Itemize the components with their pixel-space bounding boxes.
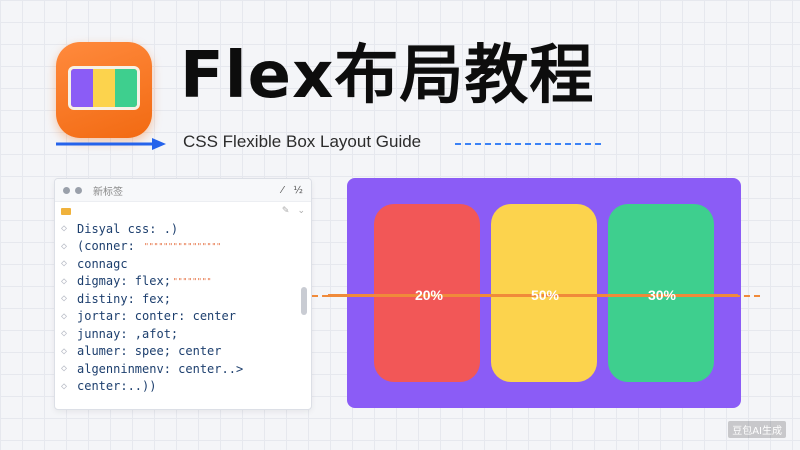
code-squiggle: """""""""""""""" [144, 241, 222, 251]
code-text: junnay: ,afot; [77, 326, 179, 341]
code-text: connagc [77, 256, 128, 271]
flex-item-yellow [491, 204, 597, 382]
page-subtitle: CSS Flexible Box Layout Guide [183, 132, 422, 151]
folder-icon[interactable] [61, 207, 71, 215]
arrow-right-icon [56, 138, 166, 150]
line-marker-icon: ◇ [61, 310, 68, 322]
code-text: alumer: spee; center [77, 344, 222, 359]
code-text: distiny: fex; [77, 291, 171, 306]
line-marker-icon: ◇ [61, 275, 68, 287]
flex-item-label: 50% [530, 287, 560, 303]
code-line[interactable]: ◇ (conner: """""""""""""""" [61, 238, 311, 256]
line-marker-icon: ◇ [61, 293, 68, 305]
line-marker-icon: ◇ [61, 240, 68, 252]
code-editor[interactable]: 新标签 ⁄ ½ ✎ ⌄ ◇ Disyal css: .) ◇ (conner: """… [54, 178, 312, 410]
code-line[interactable]: ◇ distiny: fex; [61, 290, 311, 308]
line-marker-icon: ◇ [61, 380, 68, 392]
edit-icon[interactable]: ⁄ [281, 184, 284, 196]
code-line[interactable]: ◇ connagc [61, 255, 311, 273]
guide-line [328, 294, 738, 297]
flex-columns-icon [68, 66, 140, 110]
scrollbar[interactable] [301, 207, 307, 407]
window-dot-icon[interactable] [75, 186, 82, 194]
scrollbar-thumb[interactable] [301, 287, 307, 315]
line-marker-icon: ◇ [61, 363, 68, 375]
flex-item-label: 30% [647, 287, 677, 303]
code-line[interactable]: ◇ Disyal css: .) [61, 220, 311, 238]
code-line[interactable]: ◇ digmay: flex;"""""""" [61, 273, 311, 291]
page-title: Flex布局教程 [180, 39, 595, 113]
code-text: (conner: [77, 239, 143, 254]
flex-container-demo [347, 178, 741, 408]
flex-item-red [374, 204, 480, 382]
app-icon [56, 42, 152, 138]
code-line[interactable]: ◇ algenninmenv: center..> [61, 360, 311, 378]
code-line[interactable]: ◇ alumer: spee; center [61, 343, 311, 361]
watermark: 豆包AI生成 [728, 421, 786, 438]
code-line[interactable]: ◇ jortar: conter: center [61, 308, 311, 326]
flex-item-label: 20% [414, 287, 444, 303]
code-line[interactable]: ◇ junnay: ,afot; [61, 325, 311, 343]
window-dot-icon[interactable] [63, 186, 70, 194]
editor-titlebar: 新标签 ⁄ ½ [55, 179, 311, 202]
line-marker-icon: ◇ [61, 345, 68, 357]
code-line[interactable]: ◇ center:..)) [61, 378, 311, 396]
icon-bar-purple [71, 69, 93, 107]
line-marker-icon: ◇ [61, 258, 68, 270]
code-text: algenninmenv: center..> [77, 361, 244, 376]
code-squiggle: """""""" [172, 276, 212, 286]
decorative-dash [455, 143, 601, 145]
line-marker-icon: ◇ [61, 223, 68, 235]
code-text: Disyal css: .) [77, 221, 179, 236]
flex-item-green [608, 204, 714, 382]
code-text: digmay: flex; [77, 274, 171, 289]
icon-bar-green [115, 69, 137, 107]
icon-bar-yellow [93, 69, 115, 107]
editor-toolbar: ✎ ⌄ [55, 202, 311, 220]
code-text: jortar: conter: center [77, 309, 236, 324]
editor-tab-title[interactable]: 新标签 [93, 186, 123, 198]
pencil-icon[interactable]: ✎ [281, 206, 290, 216]
code-text: center:..)) [77, 379, 157, 394]
line-marker-icon: ◇ [61, 328, 68, 340]
chevron-down-icon[interactable]: ⌄ [297, 206, 305, 216]
split-icon[interactable]: ½ [293, 184, 303, 196]
code-area[interactable]: ◇Disyal css: .)◇(conner: """""""""""""""… [55, 220, 311, 395]
